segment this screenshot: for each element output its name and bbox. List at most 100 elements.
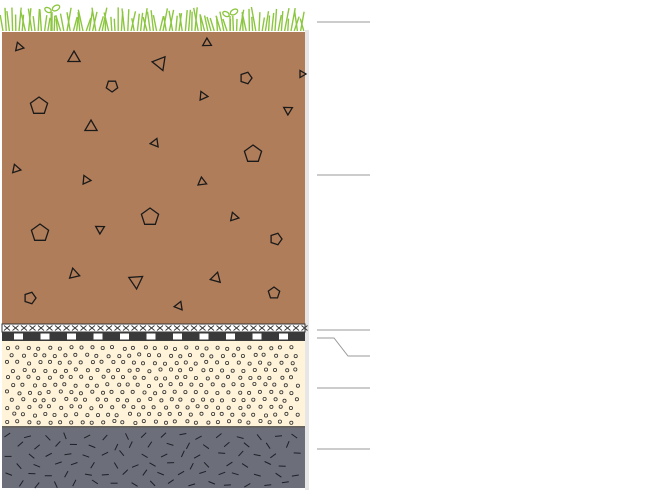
sand-grain: [46, 404, 51, 409]
subsoil-dash: [63, 432, 67, 440]
grass-blade: [19, 10, 27, 32]
sand-grain: [32, 368, 37, 373]
sand-grain: [295, 412, 300, 417]
sand-grain: [220, 368, 225, 373]
sand-grain: [238, 390, 243, 395]
sand-grain: [73, 383, 78, 388]
sand-grain: [115, 397, 120, 402]
sand-grain: [122, 346, 127, 351]
sand-grain: [95, 397, 100, 402]
sand-grain: [188, 412, 193, 417]
grass-blade: [139, 12, 144, 32]
sand-grain: [185, 405, 190, 410]
sand-grain: [27, 390, 32, 395]
sand-grain: [27, 420, 32, 425]
sand-grain: [187, 353, 192, 358]
subsoil-dash: [102, 434, 108, 441]
sand-grain: [48, 359, 53, 364]
sand-grains: [5, 345, 300, 425]
subsoil-dash: [291, 474, 299, 477]
sand-grain: [293, 354, 298, 359]
sand-grain: [33, 413, 38, 418]
grass-blade: [110, 16, 113, 32]
grass-blade: [6, 11, 11, 32]
sand-grain: [294, 397, 299, 402]
sand-grain: [130, 345, 135, 350]
sand-grain: [90, 345, 95, 350]
sand-grain: [183, 390, 188, 395]
rock: [105, 80, 119, 93]
sand-grain: [273, 397, 278, 402]
sand-grain: [111, 359, 116, 364]
sand-grain: [69, 404, 74, 409]
grass-blade: [271, 12, 275, 32]
sand-grain: [172, 389, 177, 394]
sand-grain: [63, 368, 68, 373]
mesh-cross: [258, 325, 266, 331]
grass-blade: [103, 12, 110, 32]
sand-grain: [94, 383, 99, 388]
mesh-cross: [275, 325, 283, 331]
sand-grain: [63, 413, 68, 418]
rock: [29, 96, 49, 114]
subsoil-dash: [160, 432, 167, 438]
sand-grain: [263, 382, 268, 387]
mesh-cross: [241, 325, 249, 331]
subsoil-dash: [177, 470, 185, 476]
sand-grain: [158, 383, 163, 388]
sprout-leaf: [229, 8, 239, 16]
mesh-cross: [250, 325, 257, 331]
grass-blade: [163, 15, 167, 32]
sand-grain: [16, 375, 21, 380]
sand-grain: [112, 418, 117, 423]
sand-grain: [240, 382, 245, 387]
sprout-leaf: [222, 10, 230, 18]
sand-grain: [230, 368, 235, 373]
sand-grain: [258, 418, 263, 423]
sand-grain: [154, 376, 159, 381]
sand-grain: [120, 420, 125, 425]
sand-grain: [241, 368, 246, 373]
sand-grain: [111, 375, 116, 380]
mesh-cross: [80, 325, 87, 331]
sand-grain: [162, 390, 167, 395]
sand-grain: [172, 346, 177, 351]
sand-grain: [269, 346, 274, 351]
sand-grain: [88, 376, 93, 381]
sand-grain: [101, 420, 106, 425]
sand-grain: [106, 354, 111, 359]
rock-fragments: [11, 36, 308, 311]
sand-grain: [236, 346, 241, 351]
sand-grain: [125, 382, 130, 387]
subsoil-dash: [125, 433, 129, 440]
sand-grain: [110, 345, 115, 350]
rock: [208, 270, 222, 284]
sand-grain: [136, 412, 141, 417]
sand-grain: [26, 345, 31, 350]
rock: [267, 286, 281, 299]
sand-grain: [15, 345, 20, 350]
grass-blade: [299, 11, 305, 32]
subsoil-dash: [223, 441, 230, 448]
rock: [94, 225, 106, 236]
sand-grain: [20, 412, 25, 417]
sand-grain: [146, 383, 151, 388]
sand-grain: [193, 390, 198, 395]
grass-blade: [299, 18, 305, 32]
sand-grain: [168, 382, 173, 387]
sand-grain: [67, 360, 72, 365]
sand-grain: [215, 360, 220, 365]
subsoil-dash: [179, 433, 187, 436]
sand-grain: [258, 345, 263, 350]
subsoil-dash: [208, 481, 216, 485]
sand-grain: [261, 352, 266, 357]
sand-grain: [159, 398, 164, 403]
sand-grain: [90, 389, 95, 394]
grass-blade: [113, 18, 116, 32]
sand-grain: [41, 398, 46, 403]
sand-grain: [141, 419, 146, 424]
sand-grain: [53, 369, 58, 374]
sand-grain: [80, 420, 85, 425]
subsoil-dash: [140, 432, 147, 438]
sand-layer: [2, 341, 305, 427]
